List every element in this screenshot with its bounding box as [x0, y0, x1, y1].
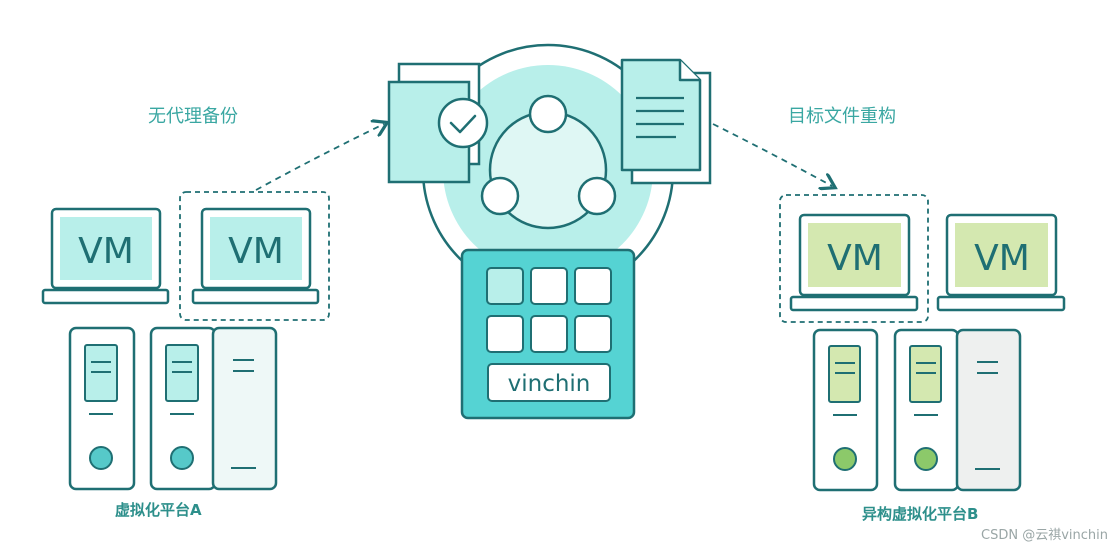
platform-a-label: 虚拟化平台A — [115, 499, 202, 520]
agentless-backup-label: 无代理备份 — [148, 102, 238, 128]
server-unit-b2 — [895, 330, 958, 490]
server-unit-b1 — [814, 330, 877, 490]
vm-text: VM — [78, 231, 134, 272]
backup-arrow — [256, 124, 384, 190]
rebuild-arrow — [713, 124, 832, 186]
vm-text: VM — [974, 238, 1030, 279]
server-unit-b3 — [957, 330, 1020, 490]
vm-text: VM — [228, 231, 284, 272]
text-document-icon — [622, 60, 710, 183]
target-rebuild-label: 目标文件重构 — [788, 102, 896, 128]
backup-storage-grid-icon: vinchin — [462, 250, 634, 418]
server-unit-a3 — [213, 328, 276, 489]
vm-text: VM — [827, 238, 883, 279]
vm-laptop-b1: VM — [791, 215, 917, 310]
watermark: CSDN @云祺vinchin — [981, 524, 1108, 543]
vm-laptop-b2: VM — [938, 215, 1064, 310]
server-unit-a1 — [70, 328, 134, 489]
vm-laptop-a1: VM — [43, 209, 168, 303]
hub-node-right — [579, 178, 615, 214]
brand-logo-text: vinchin — [508, 371, 591, 397]
platform-b-label: 异构虚拟化平台B — [862, 503, 978, 524]
hub-node-top — [530, 96, 566, 132]
hub-node-left — [482, 178, 518, 214]
server-unit-a2 — [151, 328, 215, 489]
checked-document-icon — [389, 64, 487, 182]
vm-laptop-a2: VM — [193, 209, 318, 303]
